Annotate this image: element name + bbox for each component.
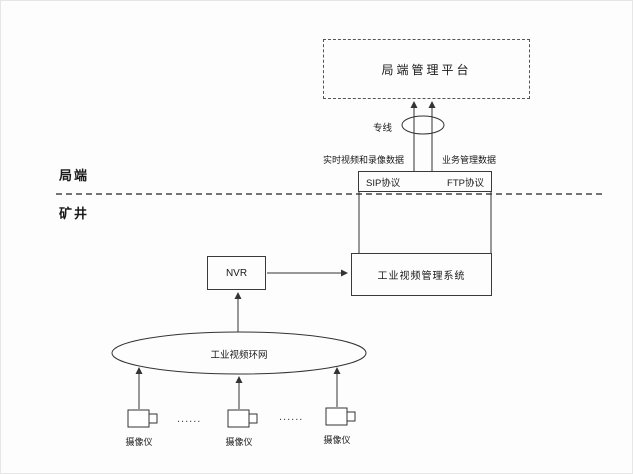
business-data-label: 业务管理数据 xyxy=(442,155,497,165)
camera-label: 摄像仪 xyxy=(225,437,253,447)
camera-label: 摄像仪 xyxy=(323,435,351,445)
platform-node: 局端管理平台 xyxy=(323,39,530,99)
camera-icon xyxy=(127,409,158,428)
zone-label-bottom: 矿井 xyxy=(59,206,90,221)
ring-network-label: 工业视频环网 xyxy=(210,350,268,361)
realtime-data-label: 实时视频和录像数据 xyxy=(323,155,405,165)
dedicated-line-ellipse xyxy=(401,115,445,135)
ellipsis-separator: ...... xyxy=(279,411,304,423)
nvr-node: NVR xyxy=(207,256,266,290)
sip-protocol-label: SIP协议 xyxy=(366,177,401,189)
video-mgmt-node: 工业视频管理系统 xyxy=(351,253,492,296)
camera-icon xyxy=(227,409,258,428)
dedicated-line-label: 专线 xyxy=(373,123,393,134)
ellipsis-separator: ...... xyxy=(177,413,202,425)
ftp-protocol-label: FTP协议 xyxy=(447,177,484,189)
camera-icon xyxy=(325,407,356,426)
camera-label: 摄像仪 xyxy=(125,437,153,447)
ring-network-ellipse xyxy=(111,331,367,375)
protocol-box: SIP协议 FTP协议 xyxy=(358,171,492,192)
zone-label-top: 局端 xyxy=(59,168,90,183)
